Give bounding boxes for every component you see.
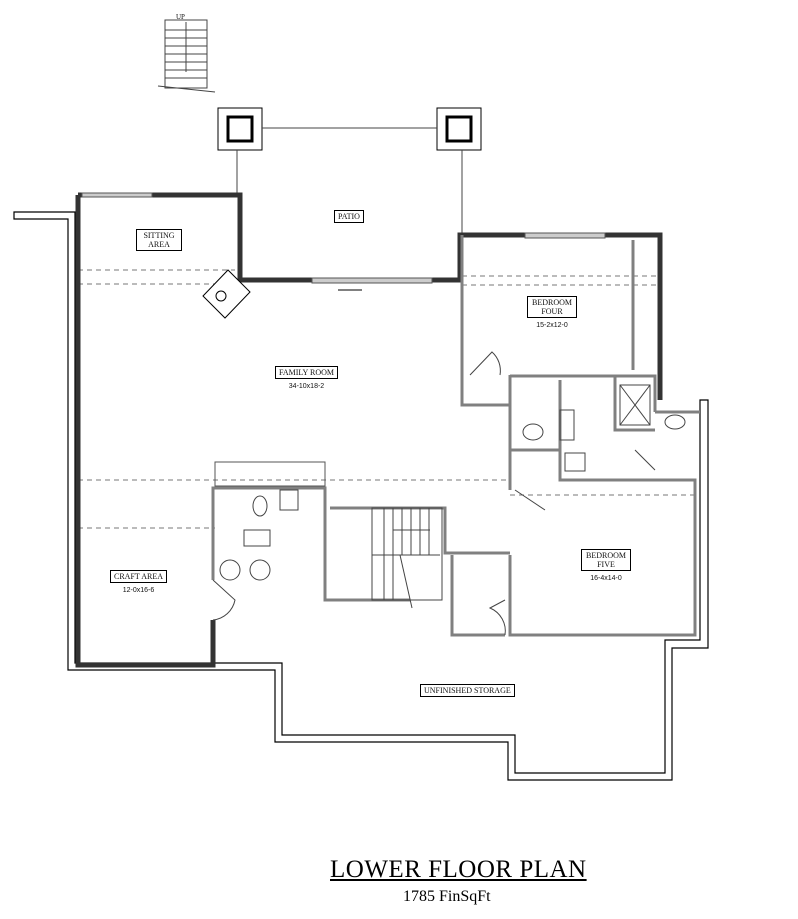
- room-dimensions: 16-4x14-0: [590, 575, 622, 582]
- room-bedroom-five: BEDROOM FIVE 16-4x14-0: [581, 549, 631, 583]
- exterior-stair: [157, 19, 216, 93]
- interior-stair: [371, 507, 443, 609]
- room-name: CRAFT AREA: [110, 570, 167, 583]
- fixtures: [219, 384, 686, 581]
- room-dimensions: 15-2x12-0: [536, 322, 568, 329]
- column-left: [217, 107, 263, 151]
- fireplace: [202, 269, 251, 319]
- room-bedroom-four: BEDROOM FOUR 15-2x12-0: [527, 296, 577, 330]
- patio-outline: [236, 127, 463, 235]
- room-name: BEDROOM FOUR: [527, 296, 577, 318]
- interior-walls: [75, 192, 700, 668]
- room-unfinished-storage: UNFINISHED STORAGE: [420, 684, 515, 697]
- room-craft-area: CRAFT AREA 12-0x16-6: [110, 570, 167, 595]
- plan-title: LOWER FLOOR PLAN: [330, 856, 587, 883]
- column-right: [436, 107, 482, 151]
- room-name: PATIO: [334, 210, 364, 223]
- room-name: FAMILY ROOM: [275, 366, 338, 379]
- foundation-walls: [13, 211, 709, 781]
- room-dimensions: 12-0x16-6: [122, 587, 155, 594]
- room-name: BEDROOM FIVE: [581, 549, 631, 571]
- stair-up-label: UP: [176, 13, 185, 21]
- room-sitting-area: SITTING AREA: [136, 229, 182, 251]
- room-patio: PATIO: [334, 210, 364, 223]
- room-family-room: FAMILY ROOM 34-10x18-2: [275, 366, 338, 391]
- room-name: SITTING AREA: [136, 229, 182, 251]
- room-dimensions: 34-10x18-2: [288, 383, 325, 390]
- room-name: UNFINISHED STORAGE: [420, 684, 515, 697]
- doors: [212, 351, 656, 636]
- plan-subtitle: 1785 FinSqFt: [403, 888, 491, 905]
